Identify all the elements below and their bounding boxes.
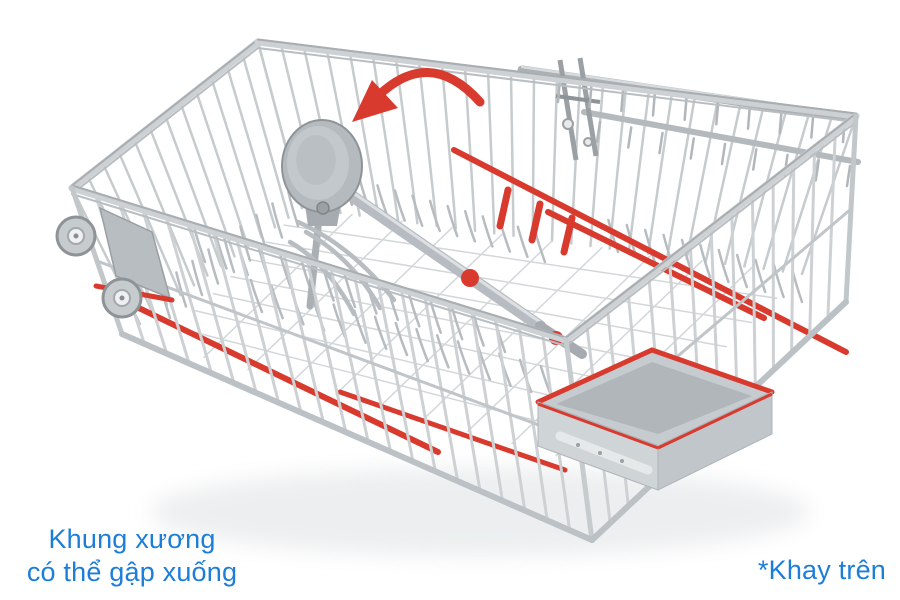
- side-rollers: [55, 206, 175, 319]
- basket-rim: [68, 38, 860, 347]
- cup-tray: [535, 347, 775, 491]
- fold-frame-label-line2: có thể gập xuống: [26, 557, 238, 588]
- fold-frame-label: Khung xương có thể gập xuống: [6, 523, 258, 591]
- foldable-frame: [281, 119, 587, 359]
- red-clips: [496, 186, 576, 256]
- fold-direction-arrow-icon: [352, 68, 485, 122]
- tray-label: *Khay trên: [757, 555, 886, 585]
- fold-frame-label-line1: Khung xương: [48, 523, 216, 554]
- red-coupling: [461, 269, 479, 287]
